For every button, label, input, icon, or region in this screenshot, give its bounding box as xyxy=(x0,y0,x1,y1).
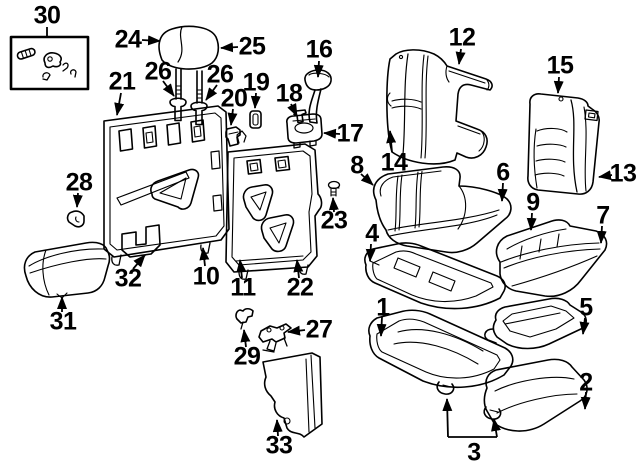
seatback-cushion-right xyxy=(527,93,600,195)
clip-19 xyxy=(249,110,262,129)
hinge-bracket-32 xyxy=(121,224,161,258)
bracket-leader-3 xyxy=(442,398,501,438)
part-label-18: 18 xyxy=(275,79,303,108)
seatback-panel-right xyxy=(225,130,323,280)
part-label-26-right: 26 xyxy=(206,60,234,89)
armrest xyxy=(23,241,111,299)
seat-frame-left xyxy=(368,309,514,395)
part-label-1: 1 xyxy=(376,293,390,322)
hinge-left xyxy=(436,381,455,395)
seat-pan-right xyxy=(484,297,587,350)
part-label-4: 4 xyxy=(365,219,379,248)
part-label-15: 15 xyxy=(546,51,574,80)
part-label-6: 6 xyxy=(496,158,510,187)
part-label-28: 28 xyxy=(65,168,93,197)
part-label-11: 11 xyxy=(230,273,256,302)
seatback-frame-left xyxy=(103,105,230,266)
part-label-33: 33 xyxy=(265,431,293,460)
headrest-guide-left xyxy=(169,97,187,122)
part-label-22: 22 xyxy=(286,273,314,302)
part-label-5: 5 xyxy=(579,293,593,322)
clip-20 xyxy=(225,126,241,147)
part-label-19: 19 xyxy=(242,68,270,97)
part-label-16: 16 xyxy=(305,35,333,64)
clip-29 xyxy=(235,307,254,330)
seat-cushion-left xyxy=(372,166,512,254)
part-label-2: 2 xyxy=(579,368,593,397)
part-label-14: 14 xyxy=(380,148,408,177)
trim-panel-33 xyxy=(262,352,323,438)
seat-pad-right xyxy=(483,358,588,432)
part-label-9: 9 xyxy=(526,188,540,217)
part-label-23: 23 xyxy=(320,206,348,235)
hardware-kit-box xyxy=(9,35,90,91)
headrest xyxy=(158,25,220,126)
screw-23 xyxy=(327,180,341,197)
latch-bezel xyxy=(286,113,323,149)
part-label-32: 32 xyxy=(114,264,142,293)
seatback-cushion-left xyxy=(386,49,493,165)
part-label-8: 8 xyxy=(350,151,364,180)
part-label-17: 17 xyxy=(336,119,364,148)
part-label-30: 30 xyxy=(33,1,61,30)
part-label-29: 29 xyxy=(233,342,261,371)
part-label-20: 20 xyxy=(220,84,248,113)
part-label-31: 31 xyxy=(49,307,77,336)
part-label-12: 12 xyxy=(448,23,476,52)
part-label-13: 13 xyxy=(609,159,637,188)
leader-lines xyxy=(46,27,613,438)
part-label-10: 10 xyxy=(192,262,220,291)
clip-28 xyxy=(66,210,85,228)
part-label-7: 7 xyxy=(596,201,610,230)
part-label-27: 27 xyxy=(305,315,333,344)
seat-cushion-right xyxy=(495,219,608,298)
part-label-25: 25 xyxy=(238,32,266,61)
part-label-24: 24 xyxy=(114,25,142,54)
striker-27 xyxy=(258,323,292,353)
part-label-3: 3 xyxy=(467,438,481,467)
part-label-21: 21 xyxy=(108,67,136,96)
part-label-26-left: 26 xyxy=(144,57,172,86)
